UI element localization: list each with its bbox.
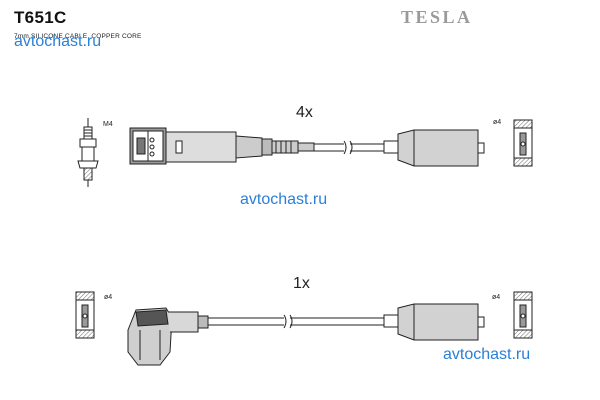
quantity-label: 4x (296, 104, 313, 121)
watermark: avtochast.ru (443, 346, 531, 363)
cable-line (314, 140, 384, 155)
diameter-label: ø4 (493, 119, 502, 126)
straight-terminal-boot (383, 129, 485, 167)
cable-line (208, 314, 384, 329)
angled-boot (127, 307, 209, 366)
part-number: T651C (14, 8, 67, 27)
watermark: avtochast.ru (240, 191, 328, 208)
thread-label: M4 (103, 121, 113, 128)
straight-terminal-boot (383, 303, 485, 341)
cable-description: 7mm SILICONE CABLE, COPPER CORE (14, 33, 142, 40)
brand-logo: TESLA (401, 7, 473, 27)
terminal-icon (513, 119, 533, 167)
quantity-label: 1x (293, 275, 310, 292)
spark-plug-icon (77, 118, 99, 187)
diameter-label: ø4 (492, 294, 501, 301)
watermark: avtochast.ru (14, 33, 102, 50)
terminal-icon (513, 291, 533, 339)
terminal-icon (75, 291, 95, 339)
diameter-label: ø4 (104, 294, 113, 301)
angled-terminal-boot (129, 127, 315, 165)
